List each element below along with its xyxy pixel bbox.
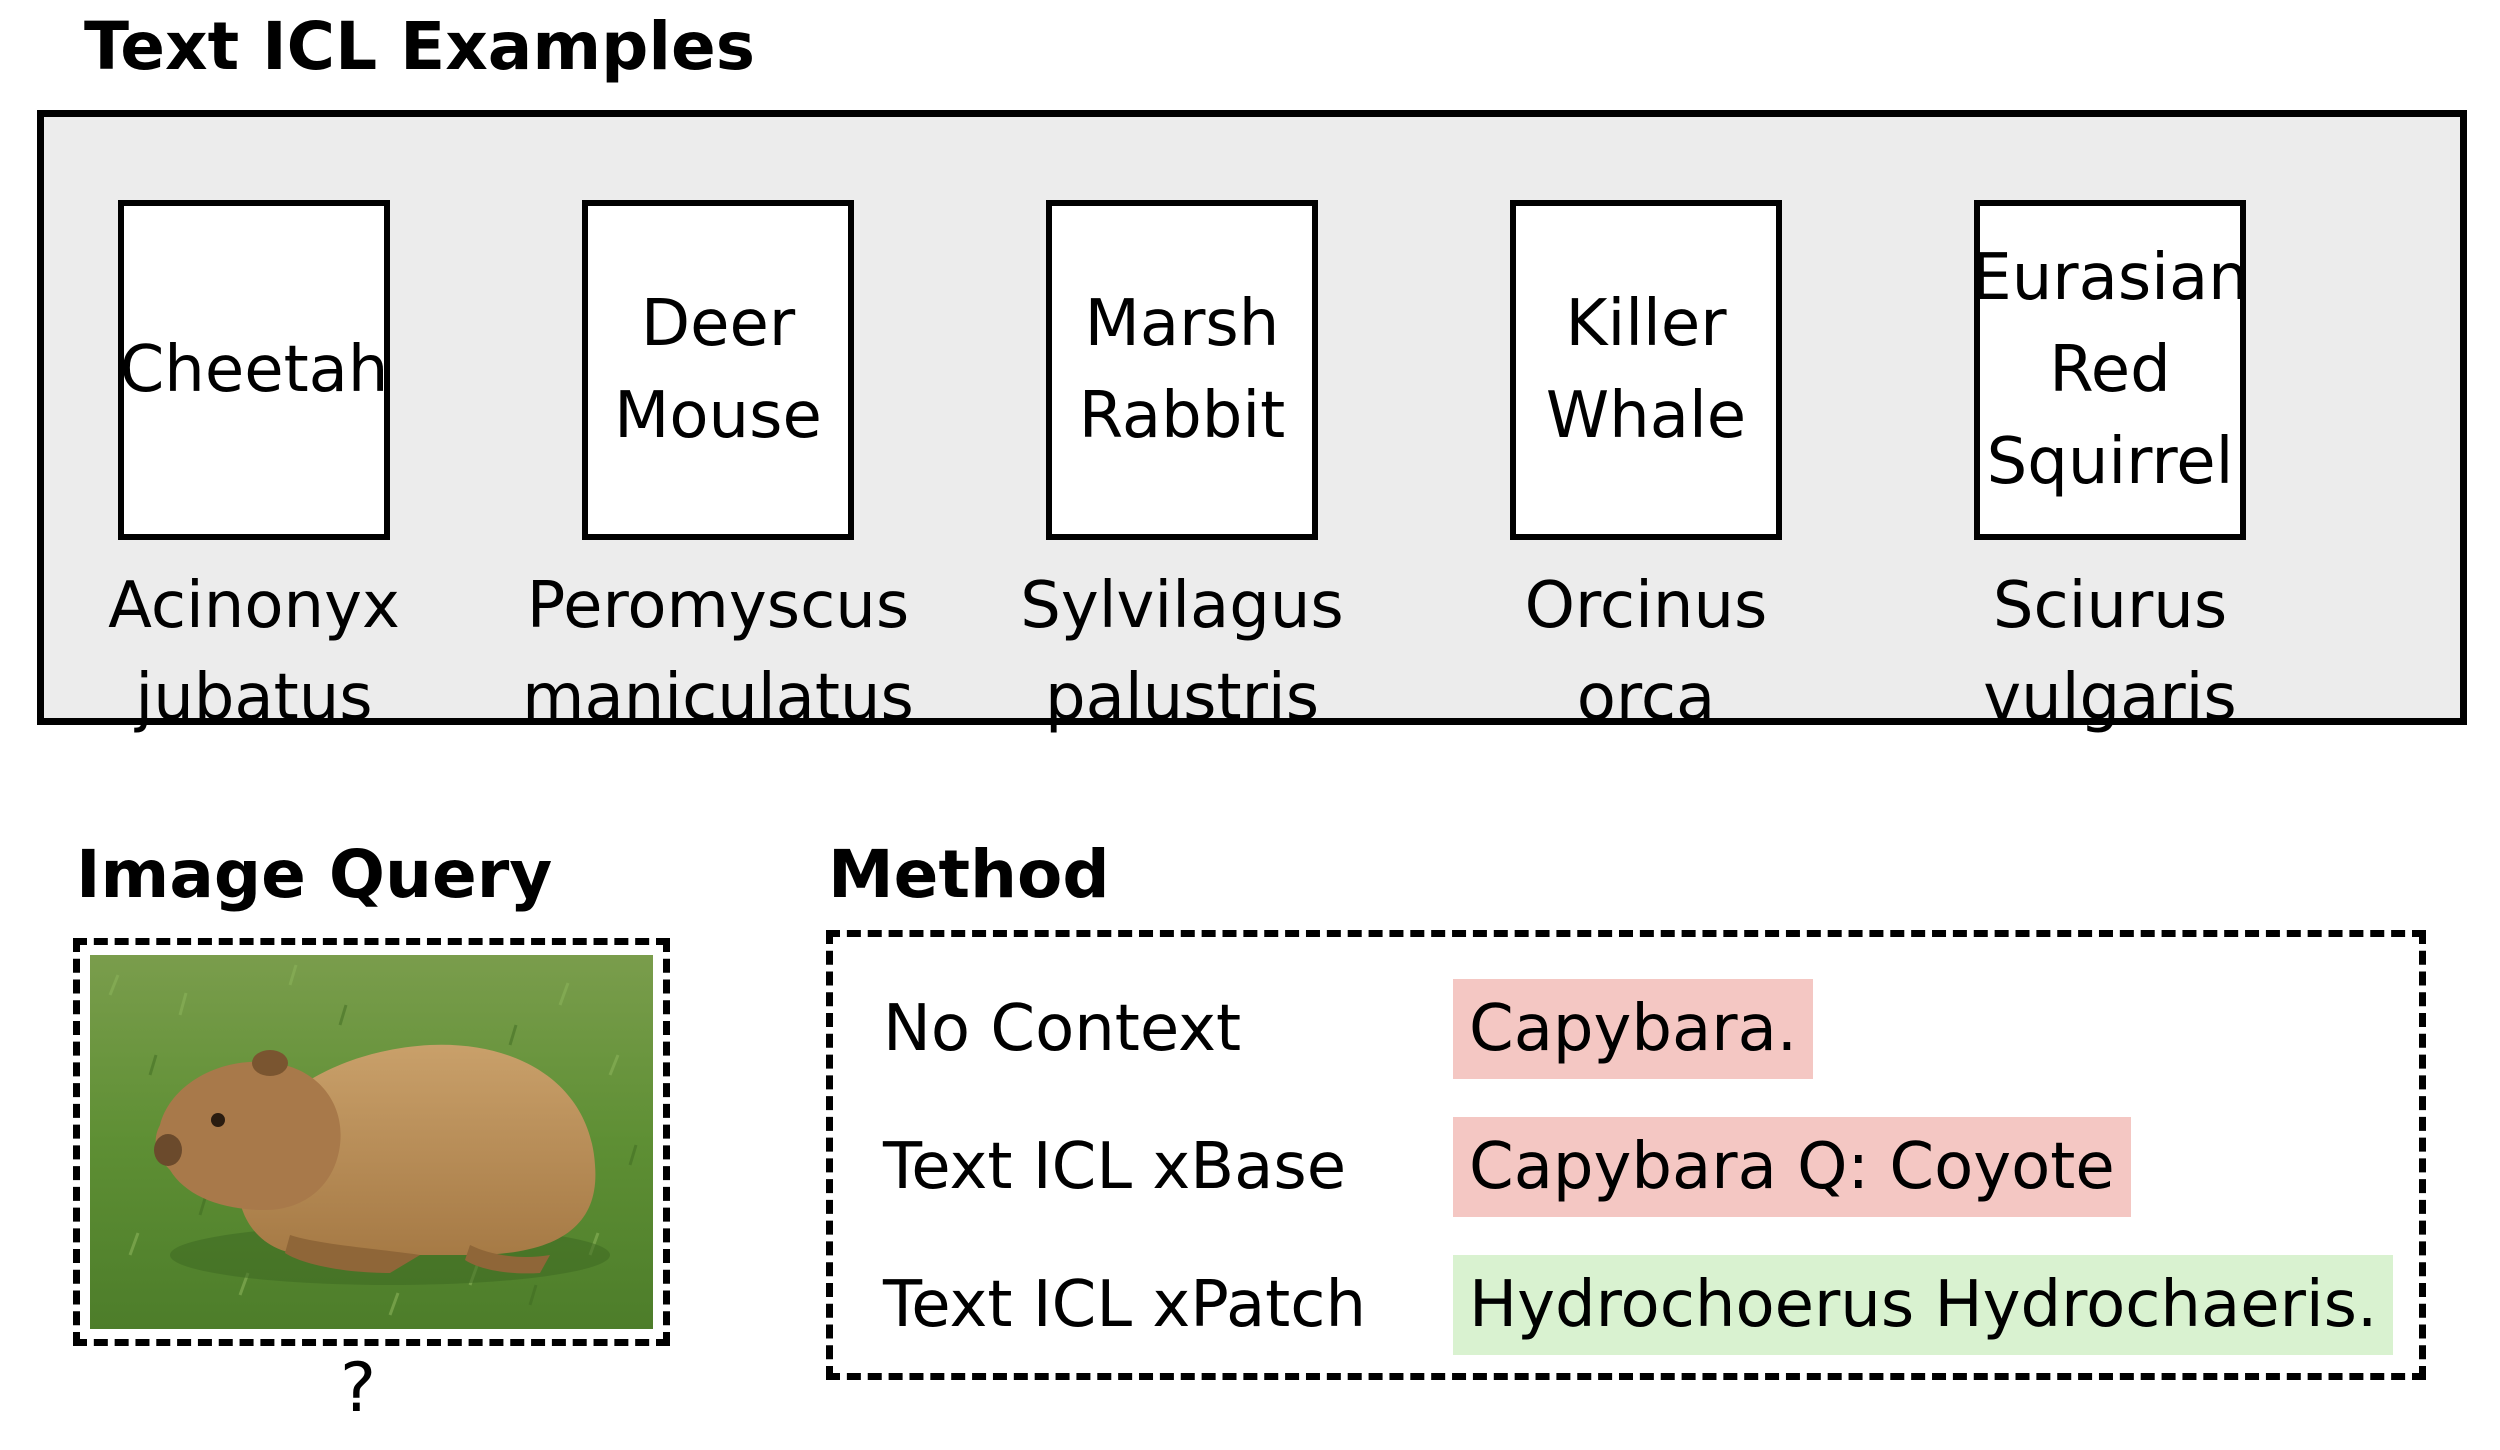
method-label: Text ICL xPatch: [883, 1268, 1366, 1342]
method-row: Text ICL xBase Capybara Q: Coyote: [833, 1117, 2419, 1217]
example-card: Killer Whale Orcinus orca: [1510, 200, 1782, 740]
example-box: Cheetah: [118, 200, 390, 540]
query-frame: [73, 938, 670, 1346]
method-label: No Context: [883, 992, 1242, 1066]
example-box: Marsh Rabbit: [1046, 200, 1318, 540]
common-name: Killer Whale: [1545, 287, 1747, 453]
common-name: Deer Mouse: [614, 287, 822, 453]
latin-name: Acinonyx jubatus: [108, 569, 400, 735]
method-answer: Hydrochoerus Hydrochaeris.: [1453, 1255, 2394, 1355]
query-heading: Image Query: [76, 836, 553, 913]
method-heading: Method: [828, 836, 1110, 913]
example-box: Deer Mouse: [582, 200, 854, 540]
latin-name: Orcinus orca: [1524, 569, 1768, 735]
examples-heading: Text ICL Examples: [84, 8, 756, 85]
latin-name: Sciurus vulgaris: [1983, 569, 2237, 735]
method-answer: Capybara.: [1453, 979, 1814, 1079]
examples-panel: Cheetah Acinonyx jubatus Deer Mouse Pero…: [37, 110, 2467, 735]
method-row: No Context Capybara.: [833, 979, 2419, 1079]
query-question-mark: ?: [340, 1349, 377, 1428]
method-row: Text ICL xPatch Hydrochoerus Hydrochaeri…: [833, 1255, 2419, 1355]
example-box: Eurasian Red Squirrel: [1971, 200, 2249, 540]
common-name: Marsh Rabbit: [1078, 287, 1286, 453]
common-name: Eurasian Red Squirrel: [1971, 241, 2249, 499]
capybara-image: [90, 955, 653, 1329]
example-card: Marsh Rabbit Sylvilagus palustris: [1020, 200, 1344, 740]
common-name: Cheetah: [119, 333, 389, 407]
method-label: Text ICL xBase: [883, 1130, 1347, 1204]
example-card: Deer Mouse Peromyscus maniculatus: [522, 200, 914, 740]
example-card: Cheetah Acinonyx jubatus: [108, 200, 400, 740]
method-answer: Capybara Q: Coyote: [1453, 1117, 2131, 1217]
example-box: Killer Whale: [1510, 200, 1782, 540]
example-card: Eurasian Red Squirrel Sciurus vulgaris: [1971, 200, 2249, 740]
latin-name: Sylvilagus palustris: [1020, 569, 1344, 735]
method-frame: No Context Capybara. Text ICL xBase Capy…: [826, 930, 2426, 1380]
latin-name: Peromyscus maniculatus: [522, 569, 914, 735]
